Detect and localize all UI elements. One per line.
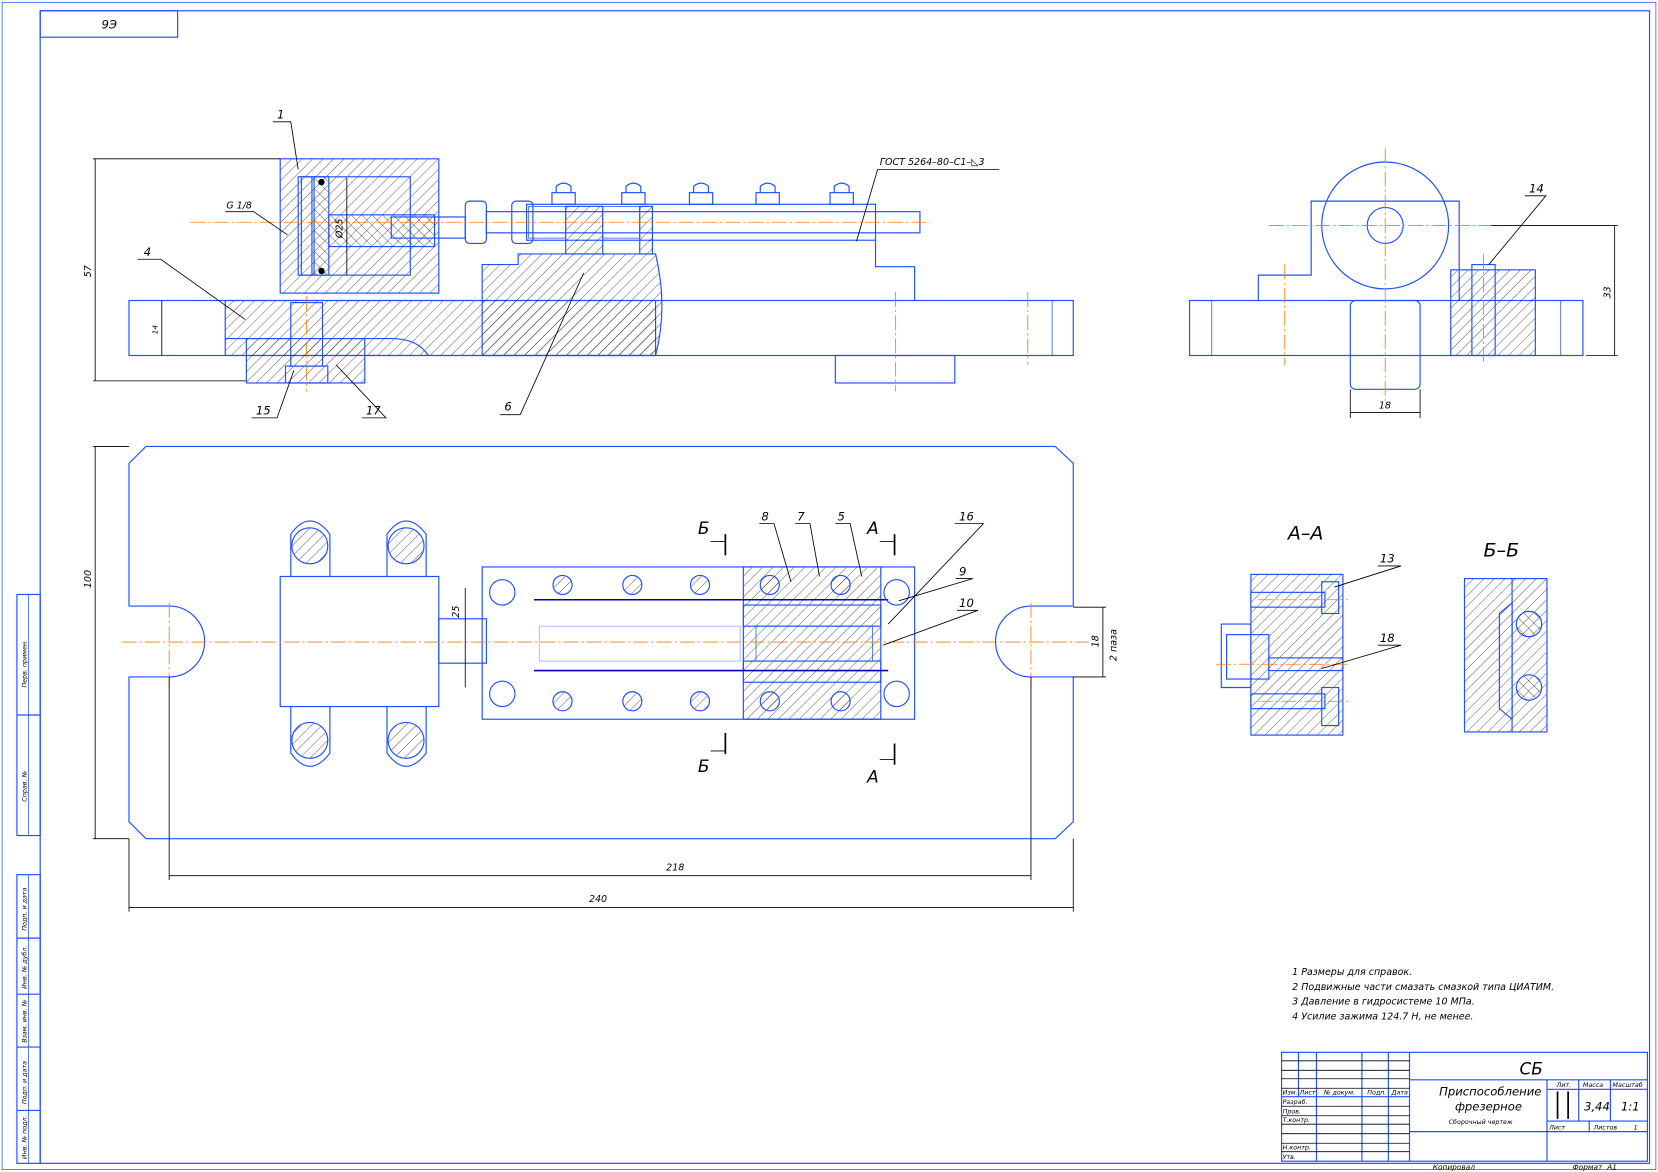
copied-label: Копировал bbox=[1433, 1163, 1476, 1172]
lit-label: Лит. bbox=[1555, 1082, 1571, 1089]
scale-label: Масштаб bbox=[1613, 1081, 1643, 1089]
section-aa-title: А–А bbox=[1286, 522, 1324, 544]
pos-14: 14 bbox=[1529, 182, 1544, 196]
product-name-1: Приспособление bbox=[1439, 1085, 1541, 1099]
section-mark-a-bottom: А bbox=[866, 767, 879, 787]
format-label: Формат bbox=[1572, 1163, 1603, 1172]
mounting-bolts bbox=[290, 520, 427, 767]
top-stamp-text: 9Э bbox=[102, 18, 118, 32]
stamp-vzam-inv: Взам. инв. № bbox=[21, 999, 28, 1042]
pos-7: 7 bbox=[797, 509, 805, 523]
pos-18: 18 bbox=[1380, 631, 1395, 645]
pos-17: 17 bbox=[366, 404, 381, 418]
section-mark-a-top: А bbox=[866, 518, 879, 538]
designation: СБ bbox=[1519, 1059, 1542, 1079]
doc-type: Сборочный чертеж bbox=[1449, 1118, 1513, 1126]
section-aa: А–А 13 18 bbox=[1216, 522, 1402, 736]
dim-bore: Ø25 bbox=[335, 219, 346, 240]
role-tkontr: Т.контр. bbox=[1283, 1117, 1310, 1124]
dim-18-side: 18 bbox=[1379, 400, 1391, 411]
section-mark-b-bottom: Б bbox=[698, 756, 710, 776]
pos-6: 6 bbox=[504, 399, 511, 413]
screw-heads bbox=[551, 182, 854, 205]
dim-18-slot: 18 bbox=[1091, 635, 1102, 647]
front-view: 57 14 Ø25 1 G 1/8 4 15 17 6 ГОСТ 5264–80… bbox=[83, 108, 1074, 419]
note-3: 3 Давление в гидросистеме 10 МПа. bbox=[1292, 997, 1475, 1008]
dim-14: 14 bbox=[151, 325, 160, 335]
dim-100: 100 bbox=[83, 570, 94, 588]
dim-240: 240 bbox=[589, 894, 607, 905]
dim-slot-note: 2 паза bbox=[1109, 629, 1120, 661]
hdr-list: Лист bbox=[1299, 1090, 1316, 1097]
stamp-podp-data-1: Подп. и дата bbox=[21, 887, 28, 930]
stamp-inv-podl: Инв. № подл. bbox=[21, 1115, 28, 1159]
pos-5: 5 bbox=[837, 509, 844, 523]
hdr-data: Дата bbox=[1391, 1090, 1409, 1097]
title-block: Изм. Лист № докум. Подп. Дата Разраб. Пр… bbox=[1280, 1051, 1649, 1162]
role-prov: Пров. bbox=[1283, 1109, 1301, 1116]
scale-value: 1:1 bbox=[1621, 1099, 1640, 1113]
side-view: 33 18 14 bbox=[1188, 148, 1618, 418]
role-nkontr: Н.контр. bbox=[1283, 1145, 1311, 1152]
hdr-izm: Изм. bbox=[1283, 1090, 1298, 1097]
pos-9: 9 bbox=[959, 564, 966, 578]
pos-10: 10 bbox=[959, 596, 974, 610]
hdr-podp: Подп. bbox=[1367, 1090, 1386, 1097]
stamp-perv-primen: Перв. примен. bbox=[21, 640, 28, 688]
stamp-podp-data-2: Подп. и дата bbox=[21, 1061, 28, 1104]
dim-33: 33 bbox=[1602, 286, 1613, 298]
section-mark-b-top: Б bbox=[698, 518, 710, 538]
dim-25: 25 bbox=[451, 606, 462, 618]
pos-8: 8 bbox=[761, 509, 768, 523]
pos-1: 1 bbox=[277, 108, 284, 122]
technical-notes: 1 Размеры для справок. 2 Подвижные части… bbox=[1292, 967, 1554, 1022]
sheets-label: Листов bbox=[1592, 1125, 1617, 1132]
side-stamps: Перв. примен. Справ. № Подп. и дата Инв.… bbox=[16, 593, 41, 1164]
sheet-label: Лист bbox=[1548, 1125, 1565, 1132]
clamp-screws bbox=[488, 574, 910, 712]
sheets-value: 1 bbox=[1634, 1125, 1638, 1132]
note-1: 1 Размеры для справок. bbox=[1292, 967, 1412, 978]
thread-g18: G 1/8 bbox=[226, 201, 252, 212]
stamp-sprav-no: Справ. № bbox=[21, 771, 28, 802]
mass-value: 3,44 bbox=[1584, 1099, 1610, 1113]
role-razrab: Разраб. bbox=[1283, 1098, 1308, 1106]
mass-label: Масса bbox=[1583, 1082, 1603, 1089]
weld-note: ГОСТ 5264–80–С1–◺3 bbox=[880, 157, 985, 168]
note-2: 2 Подвижные части смазать смазкой типа Ц… bbox=[1292, 982, 1554, 993]
pos-13: 13 bbox=[1380, 552, 1395, 566]
stamp-inv-dubl: Инв. № дубл. bbox=[20, 946, 28, 989]
pos-16: 16 bbox=[959, 509, 974, 523]
section-bb-title: Б–Б bbox=[1484, 539, 1520, 561]
role-utv: Утв. bbox=[1283, 1154, 1296, 1161]
pos-4: 4 bbox=[144, 245, 151, 259]
dim-57: 57 bbox=[83, 265, 94, 277]
format-value: А1 bbox=[1606, 1163, 1617, 1172]
hdr-doc: № докум. bbox=[1323, 1090, 1355, 1097]
product-name-2: фрезерное bbox=[1455, 1099, 1522, 1113]
section-bb: Б–Б bbox=[1463, 539, 1548, 733]
note-4: 4 Усилие зажима 124.7 Н, не менее. bbox=[1292, 1012, 1473, 1023]
pos-15: 15 bbox=[256, 404, 271, 418]
plan-view: Б Б А А 8 7 5 16 9 10 100 25 18 2 паза 2… bbox=[83, 445, 1120, 912]
dim-218: 218 bbox=[666, 862, 684, 873]
